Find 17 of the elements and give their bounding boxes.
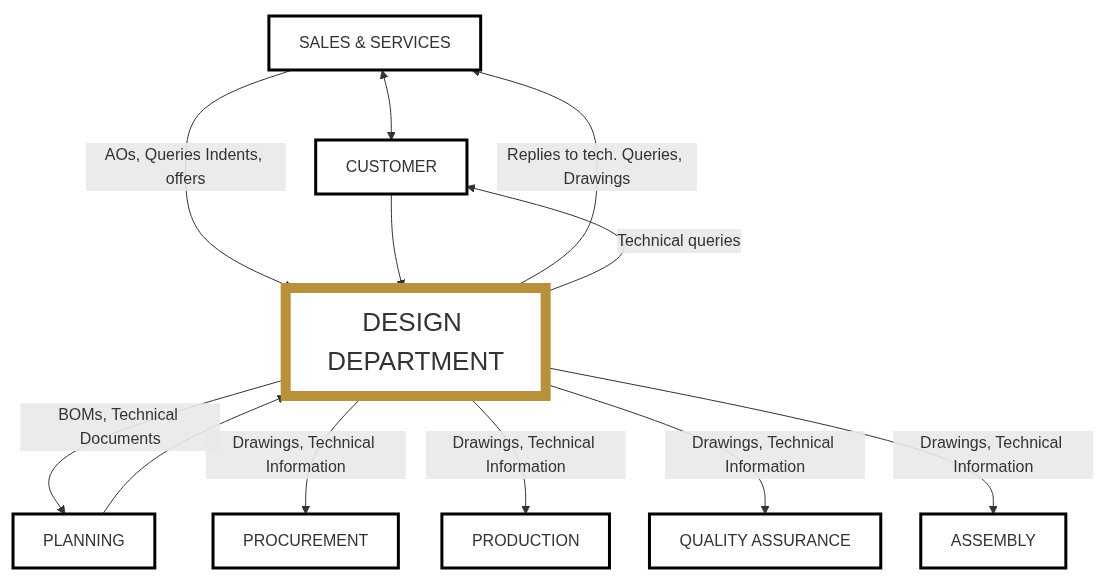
node-box: PROCUREMENT xyxy=(211,512,401,570)
edge-label: AOs, Queries Indents, offers xyxy=(105,146,263,187)
node-box: ASSEMBLY xyxy=(919,512,1068,570)
node-box: DESIGN DEPARTMENT xyxy=(281,283,552,401)
node-box: QUALITY ASSURANCE xyxy=(648,512,883,570)
node-box: PLANNING xyxy=(11,512,157,570)
edge-label: Technical queries xyxy=(617,231,741,249)
edge-label: Drawings, Technical Information xyxy=(692,433,835,475)
node-box: CUSTOMER xyxy=(314,138,469,196)
node-box: PRODUCTION xyxy=(440,512,612,570)
arrow xyxy=(380,70,397,141)
edge-label: Drawings, Technical Information xyxy=(452,433,595,475)
edge-label: Drawings, Technical Information xyxy=(920,433,1063,475)
node-box: SALES & SERVICES xyxy=(267,14,483,72)
edge-label: BOMs, Technical Documents xyxy=(58,406,179,448)
edge-label: Replies to tech. Queries, Drawings xyxy=(507,146,683,187)
edge-label: Drawings, Technical Information xyxy=(232,433,375,475)
